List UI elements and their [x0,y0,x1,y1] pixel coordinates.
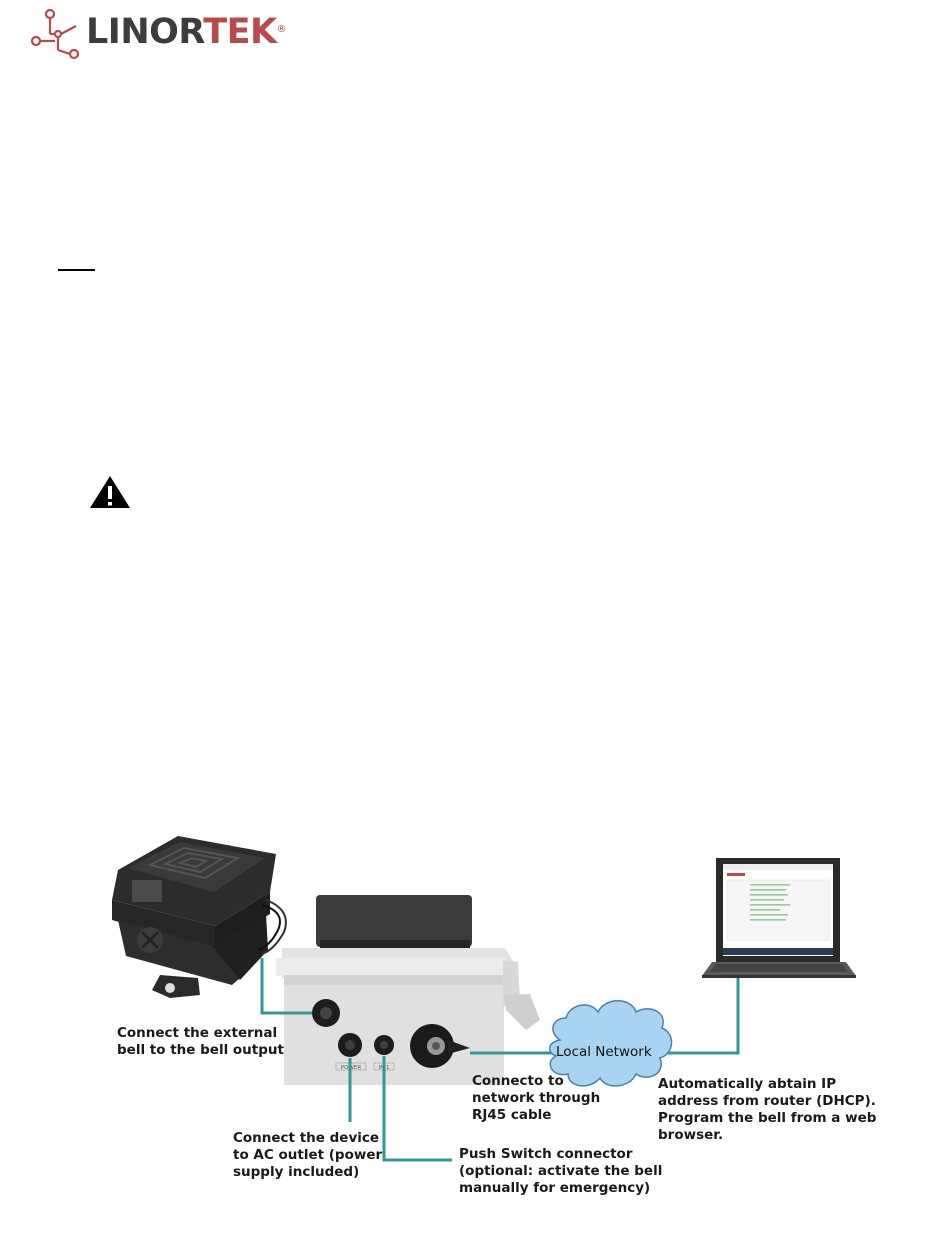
underline-mark [58,269,95,271]
cloud-label: Local Network [556,1044,652,1060]
controller-enclosure-image: POWER IN 1 [276,895,540,1085]
label-ip: Automatically abtain IP address from rou… [658,1076,877,1143]
warning-triangle-icon [90,476,130,508]
connector-lines [260,958,740,1162]
brand-name-part1: LINOR [86,12,204,52]
registered-mark: ® [276,24,287,35]
brand-name-part2: TEK [203,12,277,52]
label-bell: Connect the external bell to the bell ou… [117,1025,284,1058]
label-power: Connect the device to AC outlet (power s… [233,1130,383,1180]
label-network: Connecto to network through RJ45 cable [472,1073,601,1123]
external-bell-image [112,836,287,998]
label-switch: Push Switch connector (optional: activat… [459,1146,663,1196]
circuit-node-logo-icon [30,8,80,60]
laptop-image [702,858,856,978]
brand-logo: LINORTEK® [86,10,287,54]
local-network-cloud [548,1000,673,1087]
